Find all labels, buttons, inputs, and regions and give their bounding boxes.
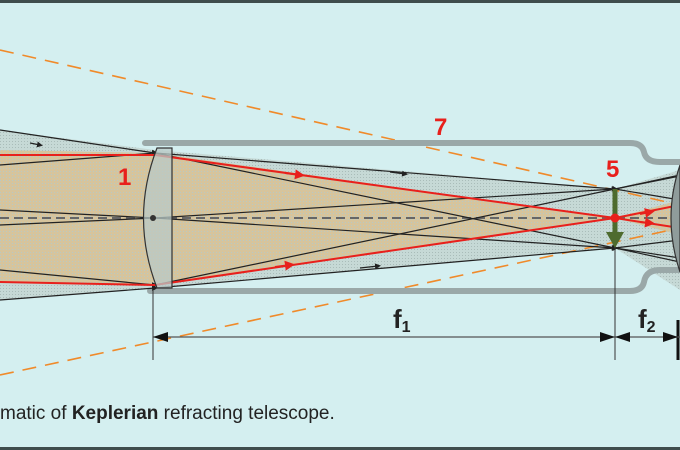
label-tube: 7 (434, 114, 448, 141)
label-focal-point: 5 (606, 156, 620, 183)
dim-arrow (615, 332, 630, 342)
frame-bottom-border (0, 447, 680, 450)
tube-lower-wall (147, 267, 680, 294)
f2-main: f (638, 304, 647, 334)
caption-suffix: refracting telescope. (158, 403, 335, 424)
f1-sub: 1 (401, 319, 411, 336)
dim-arrow (663, 332, 678, 342)
eyepiece-lens (670, 164, 680, 273)
black-rays (0, 129, 680, 301)
tube-upper-wall (142, 140, 680, 165)
label-objective: 1 (118, 164, 132, 191)
f2-sub: 2 (646, 319, 656, 336)
dim-arrow (153, 332, 168, 342)
dim-arrow (600, 332, 615, 342)
label-f2: f2 (638, 306, 656, 336)
objective-lens (142, 147, 173, 289)
lens-center (150, 215, 156, 221)
caption: matic of Keplerian refracting telescope. (0, 403, 335, 425)
image-arrow-head (606, 232, 624, 248)
red-marginal-rays (0, 154, 680, 287)
label-f1: f1 (393, 306, 411, 336)
focal-point-dot (610, 213, 620, 223)
frame-top-border (0, 0, 680, 3)
caption-prefix: matic of (0, 403, 72, 424)
caption-bold: Keplerian (71, 403, 159, 424)
f1-main: f (393, 304, 402, 334)
